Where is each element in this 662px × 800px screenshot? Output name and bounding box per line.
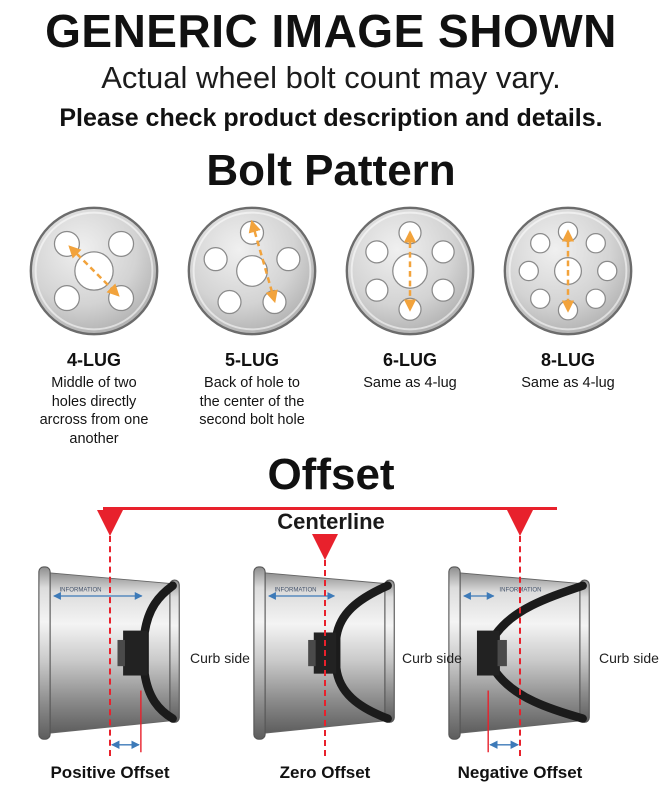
lug-column-5: 5-LUG Back of hole to the center of the … xyxy=(176,204,328,448)
lug-4-diagram-icon xyxy=(29,206,159,336)
positive-offset-label: Positive Offset xyxy=(50,763,170,782)
generic-image-title: GENERIC IMAGE SHOWN xyxy=(45,5,617,57)
lug-4-label: 4-LUG xyxy=(67,350,121,370)
lug-diagram-row: 4-LUG Middle of two holes directly arcro… xyxy=(18,204,644,448)
curb-side-label-left: Curb side xyxy=(190,650,250,666)
centerline-marker-left-icon xyxy=(97,510,123,536)
lug-5-label: 5-LUG xyxy=(225,350,279,370)
wheel-disc-profile xyxy=(332,581,392,723)
lug-column-6: 6-LUG Same as 4-lug xyxy=(334,204,486,448)
lug-6-description: Same as 4-lug xyxy=(363,375,457,391)
offset-title: Offset xyxy=(267,450,395,499)
rim-watermark-text: INFORMATION xyxy=(274,586,316,593)
lug-6-label: 6-LUG xyxy=(383,350,437,370)
lug-5-diagram-icon xyxy=(187,206,317,336)
lug-column-4: 4-LUG Middle of two holes directly arcro… xyxy=(18,204,170,448)
curb-side-label-middle: Curb side xyxy=(402,650,462,666)
bolt-count-subtitle: Actual wheel bolt count may vary. xyxy=(101,60,561,95)
negative-offset-label: Negative Offset xyxy=(457,763,583,782)
lug-5-measure-line xyxy=(248,219,278,304)
lug-4-measure-line xyxy=(68,245,120,297)
curb-side-label-right: Curb side xyxy=(599,650,659,666)
lug-4-description: Middle of two holes directly arcross fro… xyxy=(39,375,149,447)
centerline-label: Centerline xyxy=(277,509,385,534)
lug-5-description: Back of hole to the center of the second… xyxy=(199,375,305,429)
lug-column-8: 8-LUG Same as 4-lug xyxy=(492,204,644,448)
lug-8-diagram-icon xyxy=(503,206,633,336)
lug-6-diagram-icon xyxy=(345,206,475,336)
centerline-dashed-line-left xyxy=(109,536,111,756)
lug-8-description: Same as 4-lug xyxy=(521,375,615,391)
lug-8-label: 8-LUG xyxy=(541,350,595,370)
centerline-marker-right-icon xyxy=(507,510,533,536)
centerline-dashed-line-right xyxy=(519,536,521,756)
centerline-marker-middle-icon xyxy=(312,534,338,560)
zero-offset-label: Zero Offset xyxy=(279,763,371,782)
rim-watermark-text: INFORMATION xyxy=(59,586,101,593)
centerline-bar xyxy=(103,507,557,510)
bolt-pattern-title: Bolt Pattern xyxy=(206,146,456,195)
centerline-dashed-line-middle xyxy=(324,560,326,756)
check-description-note: Please check product description and det… xyxy=(59,104,603,132)
